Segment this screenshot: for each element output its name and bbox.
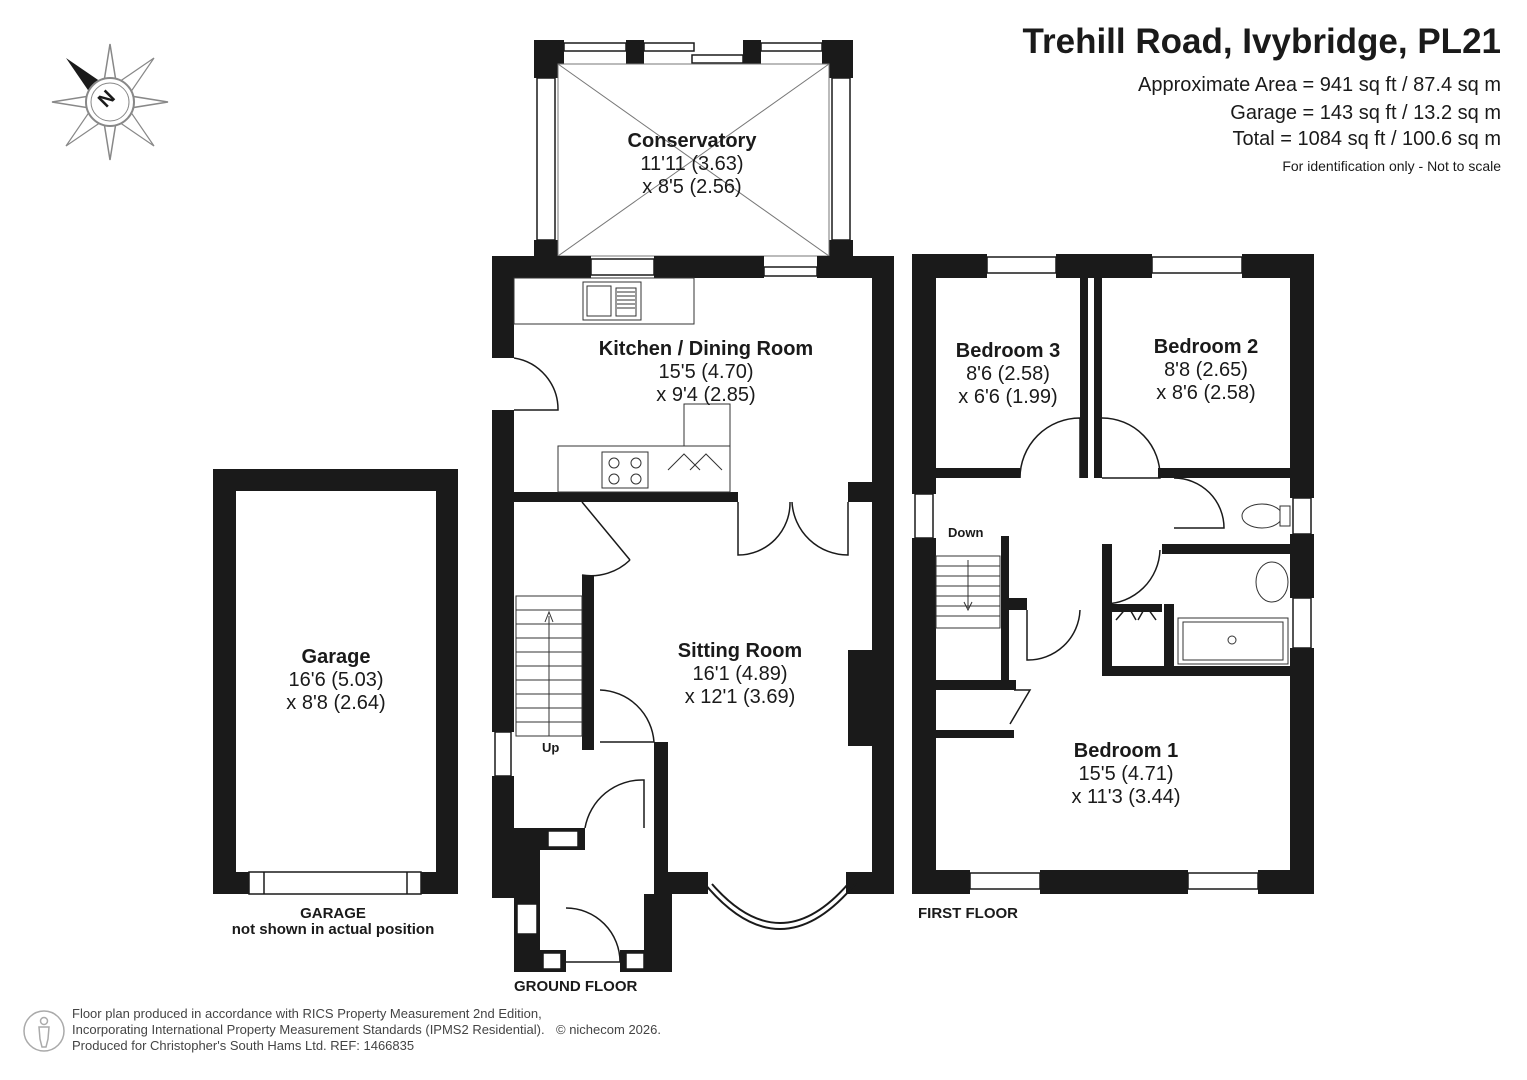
stairs-up-label: Up (542, 740, 560, 755)
garage-plan (213, 469, 458, 895)
property-title: Trehill Road, Ivybridge, PL21 (1022, 22, 1501, 61)
room-name: Sitting Room (677, 640, 803, 662)
ground-floor-plan (492, 256, 894, 972)
room-dim-1: 15'5 (4.71) (1078, 763, 1174, 785)
room-label-bedroom-3: Bedroom 3 8'6 (2.58) x 6'6 (1.99) (956, 340, 1060, 409)
room-name: Bedroom 2 (1153, 336, 1259, 358)
room-name: Bedroom 3 (955, 340, 1061, 362)
garage-note-position: not shown in actual position (231, 921, 435, 938)
garage-note-title: GARAGE (300, 905, 366, 922)
footer-line-3: Produced for Christopher's South Hams Lt… (72, 1038, 415, 1053)
footer-text: Floor plan produced in accordance with R… (72, 1006, 545, 1054)
room-dim-2: x 8'6 (2.58) (1156, 382, 1256, 404)
copyright: © nichecom 2026. (556, 1022, 661, 1037)
room-dim-1: 16'6 (5.03) (288, 669, 384, 691)
room-dim-2: x 6'6 (1.99) (958, 386, 1058, 408)
room-label-bedroom-1: Bedroom 1 15'5 (4.71) x 11'3 (3.44) (1071, 740, 1180, 809)
scale-note: For identification only - Not to scale (1282, 158, 1501, 174)
room-dim-1: 8'8 (2.65) (1164, 359, 1248, 381)
ground-floor-label: GROUND FLOOR (514, 978, 638, 995)
room-name: Conservatory (627, 130, 757, 152)
room-dim-2: x 9'4 (2.85) (656, 384, 756, 406)
room-dim-1: 11'11 (3.63) (640, 153, 744, 175)
room-label-sitting-room: Sitting Room 16'1 (4.89) x 12'1 (3.69) (678, 640, 802, 709)
person-scale-icon (23, 1010, 65, 1052)
room-label-garage: Garage 16'6 (5.03) x 8'8 (2.64) (286, 646, 385, 715)
room-dim-2: x 12'1 (3.69) (684, 686, 796, 708)
room-name: Bedroom 1 (1073, 740, 1179, 762)
first-floor-plan (912, 254, 1314, 894)
footer-line-2: Incorporating International Property Mea… (72, 1022, 545, 1037)
garage-area: Garage = 143 sq ft / 13.2 sq m (1230, 102, 1501, 124)
room-dim-2: x 8'8 (2.64) (286, 692, 386, 714)
room-name: Kitchen / Dining Room (598, 338, 814, 360)
room-dim-1: 16'1 (4.89) (692, 663, 788, 685)
room-label-conservatory: Conservatory 11'11 (3.63) x 8'5 (2.56) (628, 130, 757, 199)
total-area: Total = 1084 sq ft / 100.6 sq m (1232, 128, 1502, 150)
room-dim-2: x 11'3 (3.44) (1071, 786, 1181, 808)
room-dim-1: 8'6 (2.58) (966, 363, 1050, 385)
footer-line-1: Floor plan produced in accordance with R… (72, 1006, 542, 1021)
room-name: Garage (301, 646, 371, 668)
approximate-area: Approximate Area = 941 sq ft / 87.4 sq m (1138, 74, 1501, 96)
first-floor-label: FIRST FLOOR (918, 905, 1018, 922)
conservatory-plan (534, 40, 853, 278)
room-label-kitchen: Kitchen / Dining Room 15'5 (4.70) x 9'4 … (599, 338, 813, 407)
room-dim-2: x 8'5 (2.56) (642, 176, 742, 198)
room-label-bedroom-2: Bedroom 2 8'8 (2.65) x 8'6 (2.58) (1154, 336, 1258, 405)
room-dim-1: 15'5 (4.70) (658, 361, 754, 383)
compass-rose-icon (51, 43, 169, 161)
stairs-down-label: Down (948, 525, 984, 540)
